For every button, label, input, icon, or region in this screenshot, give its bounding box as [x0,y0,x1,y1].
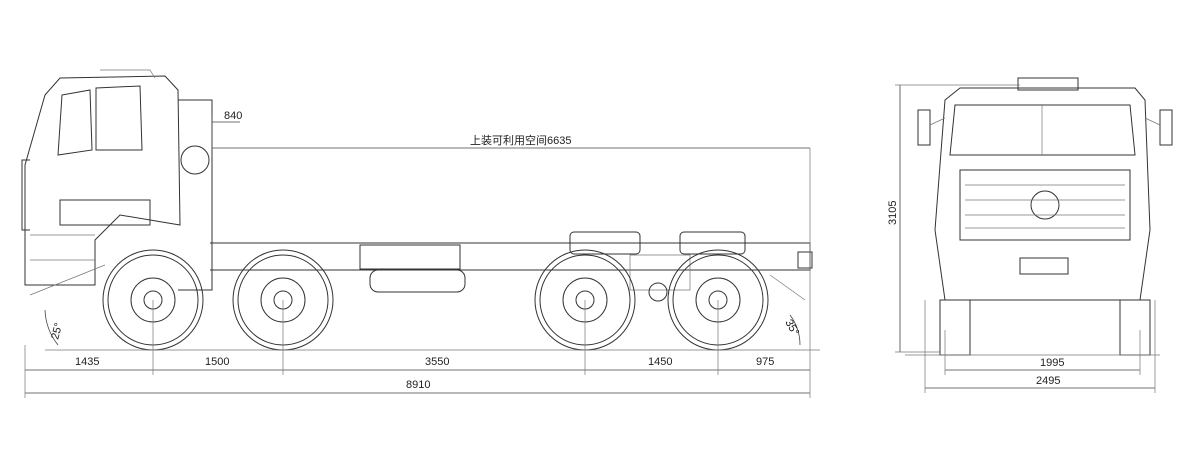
cab [21,69,213,291]
dim-rear-overhang: 975 [756,356,774,368]
dim-wheelbase-2: 3550 [425,356,449,368]
dim-overall-width: 2495 [1036,375,1060,387]
dim-track-width: 1995 [1040,357,1064,369]
approach-angle: 25° [49,322,65,341]
dim-front-overhang: 1435 [75,356,99,368]
chassis-frame [210,231,813,302]
dim-overall-length: 8910 [406,379,430,391]
dim-wheelbase-3: 1450 [648,356,672,368]
side-view: 840 上装可利用空间6635 25° 35° 1435 1500 3550 1… [21,69,820,398]
dim-overall-height: 3105 [887,201,899,225]
dim-body-space: 上装可利用空间6635 [470,133,571,147]
wheels [102,249,769,351]
departure-angle: 35° [782,318,801,338]
dimension-lines [24,115,820,398]
front-view: 3105 1995 2495 [887,77,1173,393]
dim-wheelbase-1: 1500 [205,356,229,368]
dim-cab-gap: 840 [224,110,242,122]
